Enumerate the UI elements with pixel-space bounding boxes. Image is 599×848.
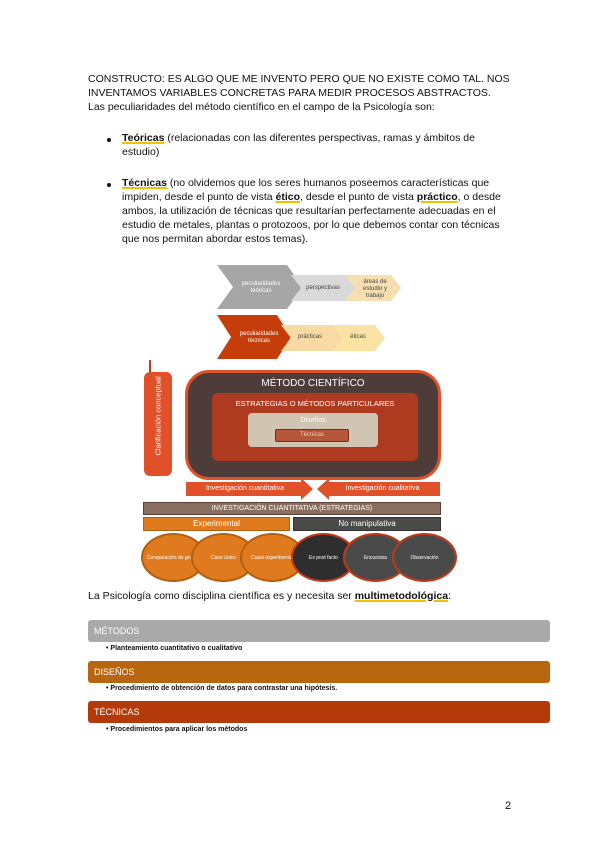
arrow-left-label: Investigación cuantitativa — [205, 485, 285, 492]
intro-line-3: Las peculiaridades del método científico… — [88, 101, 435, 113]
circle-observacion: Observación — [392, 533, 457, 582]
arrow-cualitativa — [317, 478, 440, 500]
chevron-diagram — [217, 265, 401, 359]
experimental-bar: Experimental — [143, 517, 290, 531]
bullet-teoricas: Teóricas (relacionadas con las diferente… — [122, 132, 475, 144]
term-etico: ético — [275, 191, 301, 203]
bullet-tecnicas-line3: ambos, la utilización de técnicas que re… — [122, 205, 496, 217]
estrategias-title: ESTRATEGIAS O MÉTODOS PARTICULARES — [235, 399, 395, 408]
section-metodos-item: • Planteamiento cuantitativo o cualitati… — [106, 645, 243, 652]
arrow-right-label: Investigación cualitativa — [345, 485, 420, 492]
section-tecnicas: TÉCNICAS — [88, 701, 550, 723]
bullet-tecnicas-line4: estudio de metales, plantas o protozoos,… — [122, 219, 500, 231]
chevron-label: peculiaridades teóricas — [241, 281, 281, 294]
bullet-dot — [107, 138, 111, 142]
chevron-label: éticas — [350, 334, 366, 340]
bullet-teoricas-cont: estudio) — [122, 146, 160, 158]
section-metodos: MÉTODOS — [88, 620, 550, 642]
side-label: Clarificación conceptual — [153, 376, 163, 456]
section-disenos-item: • Procedimiento de obtención de datos pa… — [106, 685, 338, 692]
term-tecnicas: Técnicas — [122, 177, 167, 189]
intro-line-2: INVENTAMOS VARIABLES CONCRETAS PARA MEDI… — [88, 87, 491, 99]
arrow-cuantitativa — [186, 478, 313, 500]
side-panel — [144, 372, 172, 476]
chevron-label: peculiaridades técnicas — [239, 331, 279, 344]
section-disenos: DISEÑOS — [88, 661, 550, 683]
bullet-tecnicas: Técnicas (no olvidemos que los seres hum… — [122, 177, 490, 189]
bullet-tecnicas-line5: que nos permitan abordar estos temas). — [122, 233, 309, 245]
chevron-practicas — [281, 325, 343, 351]
arrows-row — [186, 478, 440, 500]
chevron-eticas — [333, 325, 385, 351]
chevron-perspectivas — [291, 275, 355, 301]
page-number: 2 — [505, 800, 512, 812]
chevron-teoricas — [217, 265, 303, 309]
term-teoricas: Teóricas — [122, 132, 165, 144]
tecnicas-title: Técnicas — [299, 432, 324, 438]
no-manipulativa-bar: No manipulativa — [293, 517, 441, 531]
connector-line — [149, 360, 151, 373]
term-multimetodologica: multimetodológica — [354, 590, 449, 602]
intro-line-1: CONSTRUCTO: ES ALGO QUE ME INVENTO PERO … — [88, 73, 510, 85]
chevron-areas — [345, 275, 401, 301]
chevron-label: perspectivas — [306, 285, 340, 291]
tecnicas-panel — [275, 429, 349, 442]
bullet-dot — [107, 183, 111, 187]
bullet-tecnicas-line2: impiden, desde el punto de vista ético, … — [122, 191, 501, 203]
psych-line: La Psicología como disciplina científica… — [88, 590, 451, 602]
section-tecnicas-item: • Procedimientos para aplicar los método… — [106, 726, 248, 733]
disenos-title: Diseños — [300, 417, 326, 424]
chevron-label: áreas de estudio y trabajo — [362, 279, 387, 299]
term-practico: práctico — [416, 191, 458, 203]
chevron-tecnicas — [217, 315, 291, 359]
strategy-bar: INVESTIGACIÓN CUANTITATIVA (ESTRATEGIAS) — [143, 502, 441, 515]
metodo-title: MÉTODO CIENTÍFICO — [261, 378, 365, 389]
chevron-label: prácticas — [297, 334, 322, 340]
